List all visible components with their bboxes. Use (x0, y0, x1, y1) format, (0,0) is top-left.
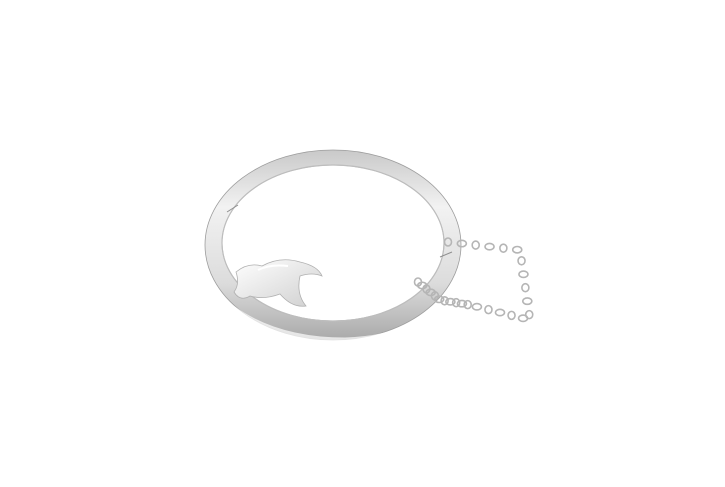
chain-link (443, 237, 453, 247)
chain-link (484, 304, 493, 315)
chain-link (440, 295, 449, 306)
chain-link (471, 240, 480, 250)
bangle-ring (204, 149, 462, 343)
chain-link (463, 299, 472, 310)
chain-link (456, 299, 468, 308)
chain-link (484, 242, 495, 251)
chain-link (521, 282, 530, 293)
chain-link (456, 239, 468, 248)
chain-link (511, 245, 523, 254)
chain-link (494, 308, 506, 317)
chain-link (499, 243, 508, 253)
safety-chain (413, 237, 534, 323)
chain-link (471, 302, 483, 311)
chain-link (518, 270, 529, 279)
chain-link (517, 255, 526, 266)
chain-link (445, 297, 456, 306)
chain-link (517, 314, 529, 323)
chain-link (522, 297, 533, 306)
dolphin-charm (233, 259, 323, 307)
chain-link (451, 297, 461, 308)
chain-link (524, 309, 534, 320)
chain-link (413, 277, 423, 287)
chain-link (507, 310, 516, 321)
